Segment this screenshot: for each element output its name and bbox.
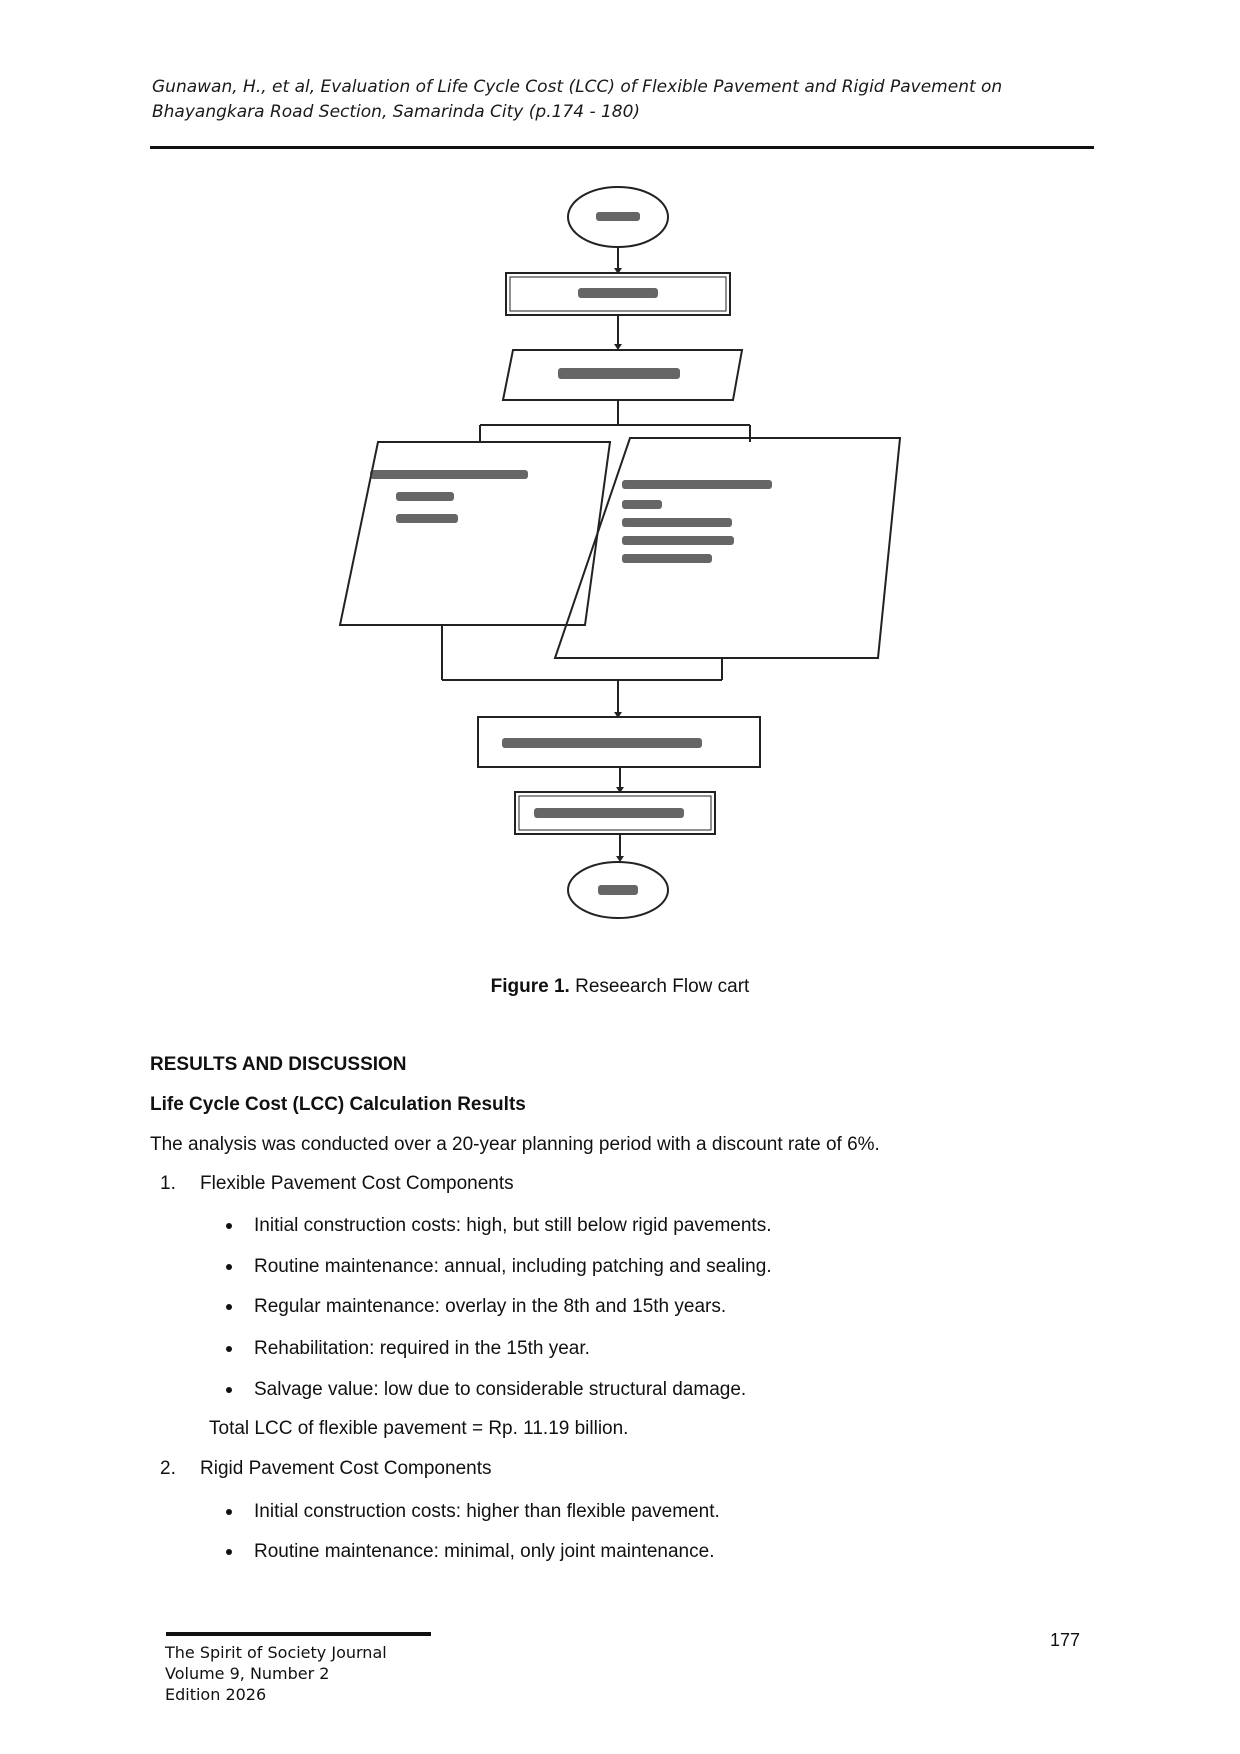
header-rule	[150, 146, 1094, 149]
running-head-line-1: Gunawan, H., et al, Evaluation of Life C…	[152, 77, 1003, 97]
footer-rule	[166, 1632, 431, 1636]
footer-journal-info: The Spirit of Society Journal Volume 9, …	[165, 1642, 565, 1705]
figure-caption-label: Figure 1.	[490, 976, 570, 997]
bullet-dot	[226, 1387, 232, 1393]
bullet-dot	[226, 1264, 232, 1270]
list-item-1-bullet-5: Salvage value: low due to considerable s…	[254, 1379, 747, 1400]
data-input-1	[501, 349, 744, 401]
subsection-heading: Life Cycle Cost (LCC) Calculation Result…	[150, 1094, 526, 1115]
page-number: 177	[1050, 1630, 1081, 1650]
figure-caption: Figure 1. Reseearch Flow cart	[0, 975, 1240, 999]
list-item-2-bullet-2: Routine maintenance: minimal, only joint…	[254, 1541, 715, 1562]
intro-paragraph: The analysis was conducted over a 20-yea…	[150, 1134, 880, 1155]
bullet-dot	[226, 1223, 232, 1229]
bullet-dot	[226, 1346, 232, 1352]
list-item-2-title: Rigid Pavement Cost Components	[200, 1458, 492, 1479]
data-input-left	[338, 441, 612, 626]
list-number-1: 1.	[160, 1173, 176, 1194]
list-item-2-bullet-1: Initial construction costs: higher than …	[254, 1501, 720, 1522]
bullet-dot	[226, 1304, 232, 1310]
footer-edition: Edition 2026	[165, 1685, 267, 1704]
bullet-dot	[226, 1509, 232, 1515]
list-item-1-total: Total LCC of flexible pavement = Rp. 11.…	[209, 1418, 629, 1439]
running-head-line-2: Bhayangkara Road Section, Samarinda City…	[152, 102, 641, 122]
data-input-right	[553, 437, 902, 659]
research-flowchart	[330, 180, 930, 970]
end-terminal	[567, 861, 669, 919]
flowchart-svg	[338, 186, 902, 919]
bullet-dot	[226, 1549, 232, 1555]
list-item-1-title: Flexible Pavement Cost Components	[200, 1173, 514, 1194]
section-heading: RESULTS AND DISCUSSION	[150, 1054, 407, 1075]
process-box-conclusion	[514, 791, 716, 835]
footer-journal-name: The Spirit of Society Journal	[165, 1643, 387, 1662]
list-item-1-bullet-2: Routine maintenance: annual, including p…	[254, 1256, 772, 1277]
list-item-1-bullet-3: Regular maintenance: overlay in the 8th …	[254, 1296, 727, 1317]
footer-volume: Volume 9, Number 2	[165, 1664, 330, 1683]
running-head: Gunawan, H., et al, Evaluation of Life C…	[152, 75, 1092, 125]
list-item-1-bullet-1: Initial construction costs: high, but st…	[254, 1215, 772, 1236]
figure-caption-text: Reseearch Flow cart	[569, 976, 750, 997]
list-item-1-bullet-4: Rehabilitation: required in the 15th yea…	[254, 1338, 590, 1359]
list-number-2: 2.	[160, 1458, 176, 1479]
